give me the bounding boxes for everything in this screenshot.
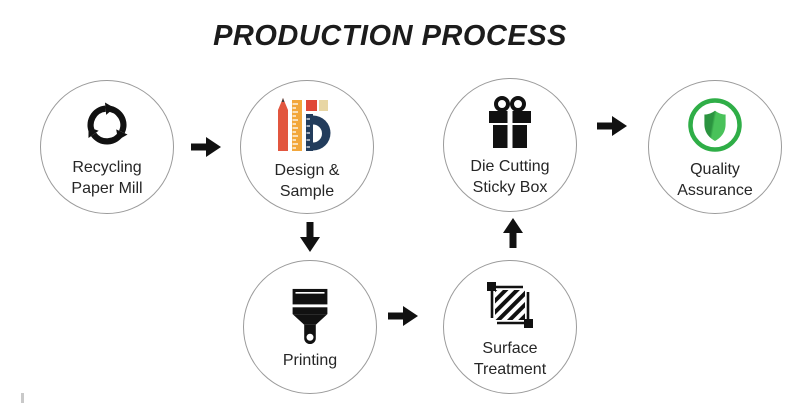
gift-box-icon bbox=[481, 95, 539, 151]
arrow-right-icon bbox=[191, 137, 221, 157]
shield-icon bbox=[686, 96, 744, 154]
step-label: Printing bbox=[282, 351, 338, 369]
step-label: Quality Assurance bbox=[677, 161, 753, 199]
step-label: Surface Treatment bbox=[473, 340, 547, 378]
step-label: Design & Sample bbox=[274, 162, 340, 200]
step-node-recycling-paper-mill: Recycling Paper Mill bbox=[40, 80, 174, 214]
step-label: Recycling Paper Mill bbox=[71, 159, 143, 197]
step-node-printing: Printing bbox=[243, 260, 377, 394]
arrow-down-icon bbox=[300, 222, 320, 252]
crop-hatch-icon bbox=[482, 277, 538, 333]
arrow-up-icon bbox=[503, 218, 523, 248]
step-node-surface-treatment: Surface Treatment bbox=[443, 260, 577, 394]
step-node-quality-assurance: Quality Assurance bbox=[648, 80, 782, 214]
arrow-right-icon bbox=[597, 116, 627, 136]
page-title: PRODUCTION PROCESS bbox=[213, 20, 567, 52]
step-label: Die Cutting Sticky Box bbox=[470, 158, 550, 196]
step-node-design-sample: Design & Sample bbox=[240, 80, 374, 214]
design-tools-icon bbox=[276, 95, 338, 155]
step-node-die-cutting-sticky-box: Die Cutting Sticky Box bbox=[443, 78, 577, 212]
arrow-right-icon bbox=[388, 306, 418, 326]
stray-mark bbox=[21, 393, 24, 403]
paint-brush-icon bbox=[288, 287, 332, 345]
recycling-icon bbox=[78, 98, 136, 152]
